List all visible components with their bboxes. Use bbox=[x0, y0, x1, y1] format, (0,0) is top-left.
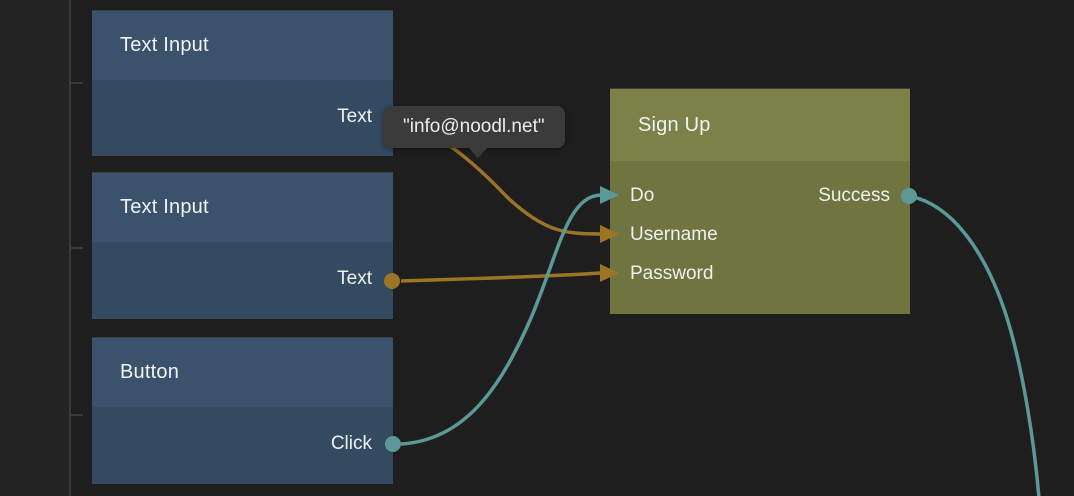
node-title: Button bbox=[92, 338, 393, 407]
node-title: Text Input bbox=[92, 11, 393, 80]
wire-success-offscreen[interactable] bbox=[908, 194, 1041, 496]
hierarchy-branch-tick bbox=[71, 82, 83, 84]
node-title: Sign Up bbox=[610, 89, 910, 161]
node-title: Text Input bbox=[92, 173, 393, 242]
node-ports-area: Do Username Password Success bbox=[610, 161, 910, 314]
port-text2-output-icon[interactable] bbox=[384, 273, 400, 289]
hierarchy-branch-tick bbox=[71, 414, 83, 416]
tooltip-pointer-icon bbox=[468, 147, 488, 158]
arrowhead-password-icon bbox=[600, 264, 619, 282]
port-success-output-icon[interactable] bbox=[901, 188, 917, 204]
input-port-label-password[interactable]: Password bbox=[630, 263, 714, 284]
hierarchy-guide-line bbox=[0, 0, 71, 496]
node-ports-area: Text bbox=[92, 80, 393, 156]
output-port-label-text[interactable]: Text bbox=[337, 106, 372, 127]
node-sign-up[interactable]: Sign Up Do Username Password Success bbox=[610, 88, 910, 314]
wire-click-to-do[interactable] bbox=[400, 193, 602, 446]
node-text-input-2[interactable]: Text Input Text bbox=[92, 172, 393, 319]
arrowhead-username-icon bbox=[600, 225, 619, 243]
input-port-label-username[interactable]: Username bbox=[630, 224, 718, 245]
node-ports-area: Text bbox=[92, 242, 393, 319]
output-port-label-success[interactable]: Success bbox=[818, 185, 890, 206]
wire-text2-to-password[interactable] bbox=[400, 271, 602, 283]
node-ports-area: Click bbox=[92, 407, 393, 484]
hierarchy-branch-tick bbox=[71, 247, 83, 249]
output-port-label-click[interactable]: Click bbox=[330, 433, 372, 454]
output-port-label-text[interactable]: Text bbox=[337, 268, 372, 289]
port-click-output-icon[interactable] bbox=[385, 436, 401, 452]
connection-value-tooltip: "info@noodl.net" bbox=[383, 106, 565, 148]
node-text-input-1[interactable]: Text Input Text bbox=[92, 10, 393, 156]
node-button[interactable]: Button Click bbox=[92, 337, 393, 484]
arrowhead-do-icon bbox=[600, 186, 619, 204]
input-port-label-do[interactable]: Do bbox=[630, 185, 655, 206]
